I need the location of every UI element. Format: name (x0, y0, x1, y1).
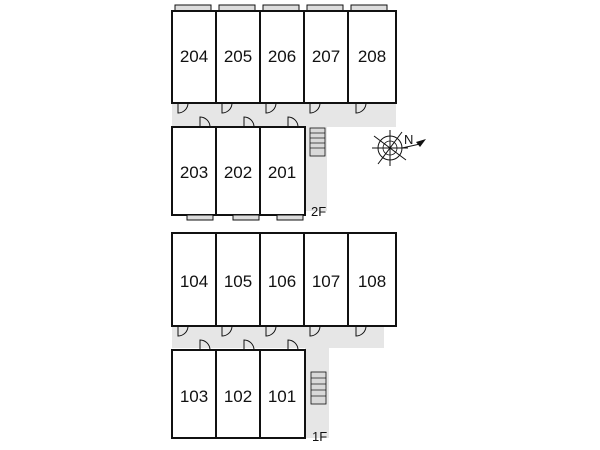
room-label: 104 (180, 272, 208, 291)
units-1f-top (171, 232, 397, 327)
floor-label-1f: 1F (312, 429, 327, 444)
stair-landing-2f (305, 103, 327, 211)
stair-steps-2f (310, 132, 325, 149)
floor-2f: 204 205 206 207 208 203 202 201 2F (171, 4, 397, 221)
stairs-2f (309, 127, 326, 157)
balconies-2f-bottom (186, 214, 304, 221)
doors-1f-top (177, 325, 367, 337)
room-label: 203 (180, 163, 208, 182)
units-2f-bottom (171, 126, 306, 216)
room-label: 207 (312, 47, 340, 66)
doors-2f-bottom (199, 116, 299, 128)
room-label: 106 (268, 272, 296, 291)
room-label: 101 (268, 387, 296, 406)
room-label: 204 (180, 47, 208, 66)
room-label: 105 (224, 272, 252, 291)
floor-1f: 104 105 106 107 108 103 102 101 1F (171, 232, 397, 444)
units-1f-bottom (171, 349, 306, 439)
room-label: 205 (224, 47, 252, 66)
room-label: 107 (312, 272, 340, 291)
room-label: 208 (358, 47, 386, 66)
units-2f-top (171, 10, 397, 104)
compass-rose-icon: N (372, 130, 426, 166)
doors-2f-top (177, 102, 367, 114)
room-label: 108 (358, 272, 386, 291)
room-label: 102 (224, 387, 252, 406)
room-label: 103 (180, 387, 208, 406)
compass-north-label: N (404, 132, 413, 147)
stairs-1f (310, 371, 327, 405)
room-label: 202 (224, 163, 252, 182)
room-label: 201 (268, 163, 296, 182)
doors-1f-bottom (199, 339, 299, 351)
corridor-2f (172, 103, 396, 127)
room-label: 206 (268, 47, 296, 66)
stair-steps-1f (311, 377, 326, 397)
floor-label-2f: 2F (311, 204, 326, 219)
corridor-1f (172, 326, 384, 348)
